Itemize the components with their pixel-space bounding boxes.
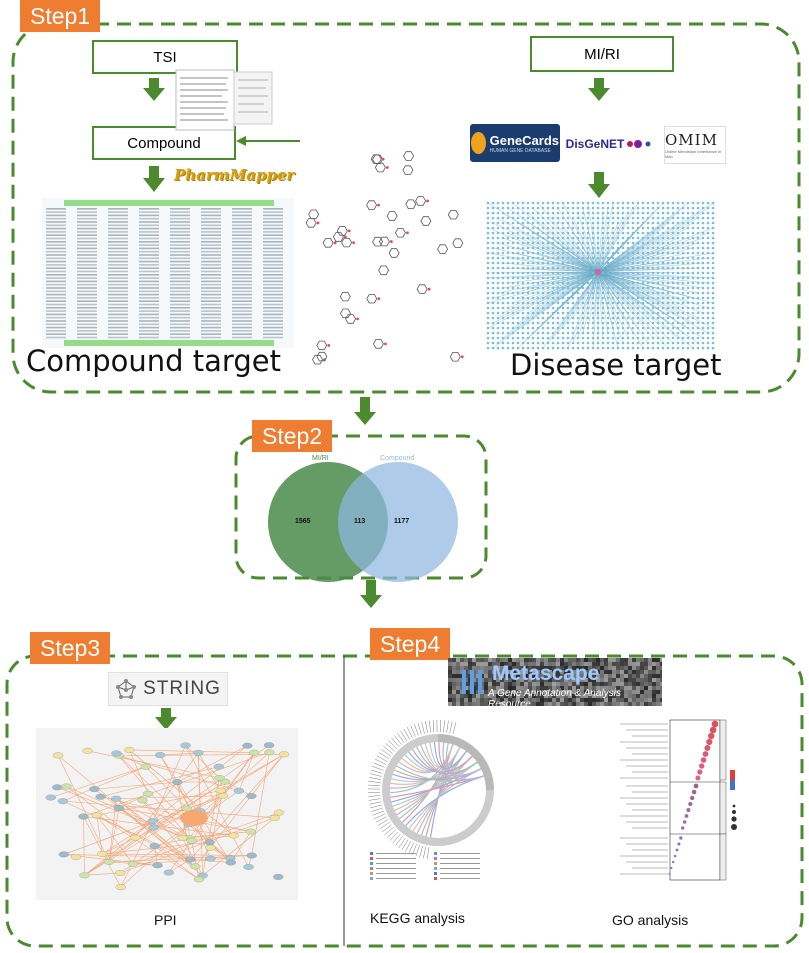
metascape-subtitle: A Gene Annotation & Analysis Resource <box>488 688 621 706</box>
compound-box: Compound <box>92 126 236 160</box>
genecards-title: GeneCards <box>489 132 559 148</box>
pharmmapper-logo: PharmMapper <box>174 166 295 184</box>
go-dotplot-image <box>590 716 750 902</box>
venn-diagram <box>268 462 458 582</box>
metascape-logo: Metascape A Gene Annotation & Analysis R… <box>448 658 662 706</box>
kegg-chord-image <box>362 716 502 902</box>
venn-right-value: 1177 <box>394 518 410 525</box>
genecards-subtitle: HUMAN GENE DATABASE <box>489 147 551 154</box>
ppi-network-image <box>36 728 298 900</box>
disease-target-label: Disease target <box>510 348 722 382</box>
compound-target-label: Compound target <box>26 344 281 378</box>
miri-box: MI/RI <box>530 36 674 72</box>
compound-target-table <box>42 198 294 348</box>
ppi-label: PPI <box>154 912 177 928</box>
venn-overlap-value: 113 <box>354 518 366 525</box>
step2-tag: Step2 <box>252 420 333 452</box>
tsi-document-image <box>175 69 273 131</box>
kegg-label: KEGG analysis <box>370 910 465 926</box>
venn-right-circle <box>338 462 458 582</box>
omim-title: OMIM <box>665 131 718 149</box>
disgenet-logo: DisGeNET <box>562 128 658 160</box>
disease-network-image <box>484 200 716 350</box>
step1-frame <box>11 22 801 394</box>
step4-tag: Step4 <box>370 628 451 660</box>
compound-structures-image <box>300 128 470 384</box>
omim-subtitle: Online Mendelian Inheritance in Man <box>665 149 722 159</box>
string-logo: STRING <box>108 672 228 706</box>
venn-left-title: MI/RI <box>312 455 329 462</box>
go-label: GO analysis <box>612 912 689 928</box>
step3-tag: Step3 <box>30 632 111 664</box>
genecards-logo: GeneCards HUMAN GENE DATABASE <box>470 124 560 162</box>
step1-tag: Step1 <box>20 0 101 32</box>
string-title: STRING <box>143 678 221 699</box>
tsi-box: TSI <box>92 40 238 74</box>
venn-right-title: Compound <box>380 455 415 462</box>
venn-left-value: 1565 <box>295 518 311 525</box>
step1-arrows <box>143 78 610 198</box>
omim-logo: OMIM Online Mendelian Inheritance in Man <box>664 126 726 164</box>
disgenet-title: DisGeNET <box>565 137 625 151</box>
metascape-title: Metascape <box>492 662 600 685</box>
